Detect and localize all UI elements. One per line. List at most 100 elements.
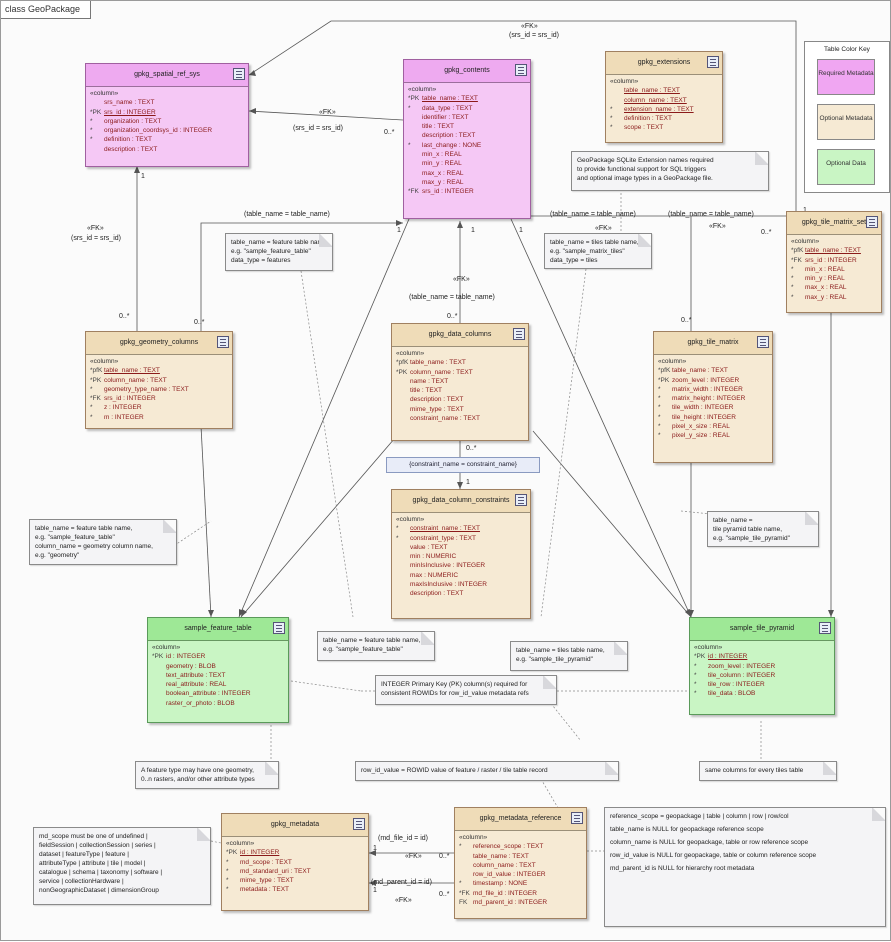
attribute-row: title : TEXT xyxy=(408,122,526,131)
attribute-text: description : TEXT xyxy=(410,590,464,598)
attribute-marker: * xyxy=(791,293,794,301)
note-integer-pk: INTEGER Primary Key (PK) column(s) requi… xyxy=(375,675,557,705)
note-line: attributeType | attribute | tile | model… xyxy=(39,860,146,867)
note-link xyxy=(680,510,782,522)
class-title: gpkg_data_column_constraints xyxy=(392,490,530,513)
note-row-id: row_id_value = ROWID value of feature / … xyxy=(355,761,619,781)
attribute-text: tile_column : INTEGER xyxy=(708,671,776,679)
multiplicity-label: 0..* xyxy=(761,229,772,236)
class-title: gpkg_metadata_reference xyxy=(455,808,586,831)
attribute-text: raster_or_photo : BLOB xyxy=(166,699,235,707)
attribute-text: mime_type : TEXT xyxy=(240,877,294,885)
class-gpkg-extensions[interactable]: gpkg_extensions«column»table_name : TEXT… xyxy=(605,51,723,143)
attribute-marker: * xyxy=(90,117,93,125)
attribute-row: *pixel_x_size : REAL xyxy=(658,422,768,431)
class-gpkg-data-column-constraints[interactable]: gpkg_data_column_constraints«column»*con… xyxy=(391,489,531,619)
attribute-row: *tile_column : INTEGER xyxy=(694,671,830,680)
attribute-marker: *PK xyxy=(226,849,238,857)
attribute-marker: * xyxy=(90,404,93,412)
fk-label: «FK» xyxy=(319,109,336,116)
attribute-text: identifier : TEXT xyxy=(422,113,469,121)
attribute-row: description : TEXT xyxy=(396,395,524,404)
note-feature-type: A feature type may have one geometry,0..… xyxy=(135,761,279,789)
note-link xyxy=(210,840,222,844)
attribute-row: *tile_width : INTEGER xyxy=(658,403,768,412)
attribute-text: data_type : TEXT xyxy=(422,104,473,112)
multiplicity-label: 0..* xyxy=(681,317,692,324)
attribute-text: matrix_width : INTEGER xyxy=(672,385,743,393)
note-line: md_parent_id is NULL for hierarchy root … xyxy=(610,865,755,872)
multiplicity-label: 1 xyxy=(471,227,475,234)
attribute-marker: *FK xyxy=(791,256,802,264)
class-gpkg-metadata-reference[interactable]: gpkg_metadata_reference«column»*referenc… xyxy=(454,807,587,919)
attribute-marker: * xyxy=(396,534,399,542)
attribute-text: md_file_id : INTEGER xyxy=(473,889,537,897)
stereotype-label: «column» xyxy=(90,90,119,97)
attribute-text: max_y : REAL xyxy=(805,293,847,301)
attribute-text: table_name : TEXT xyxy=(805,247,861,255)
note-line: data_type = features xyxy=(231,257,291,264)
attribute-marker: *pfK xyxy=(791,247,804,255)
attribute-row: * max_y : REAL xyxy=(791,293,877,302)
class-title: gpkg_extensions xyxy=(606,52,722,75)
attribute-row: boolean_attribute : INTEGER xyxy=(152,689,284,698)
attribute-marker: * xyxy=(90,127,93,135)
attribute-text: max_x : REAL xyxy=(805,284,847,292)
legend-optional-metadata: Optional Metadata xyxy=(817,104,875,140)
attribute-marker: *pfK xyxy=(396,359,409,367)
stereotype-label: «column» xyxy=(658,358,687,365)
attribute-row: srs_name : TEXT xyxy=(90,98,244,107)
association-line xyxy=(248,110,404,121)
color-key-legend: Table Color Key Required Metadata Option… xyxy=(804,41,890,193)
note-line: table_name = tiles table name, xyxy=(550,239,639,246)
note-line: md_scope must be one of undefined | xyxy=(39,833,148,840)
class-title: gpkg_tile_matrix_set xyxy=(787,212,881,235)
note-line: e.g. "sample_feature_table" xyxy=(231,248,311,255)
md-file-label: (md_file_id = id) xyxy=(378,835,428,842)
attribute-row: column_name : TEXT xyxy=(610,96,718,105)
attribute-row: row_id_value : INTEGER xyxy=(459,870,582,879)
stereotype-label: «column» xyxy=(226,840,255,847)
attribute-marker: *PK xyxy=(90,108,102,116)
attribute-text: column_name : TEXT xyxy=(473,861,536,869)
attribute-text: real_attribute : REAL xyxy=(166,681,227,689)
attribute-row: title : TEXT xyxy=(396,386,524,395)
multiplicity-label: 0..* xyxy=(439,891,450,898)
note-line: column_name is NULL for geopackage, tabl… xyxy=(610,839,809,846)
class-title: gpkg_metadata xyxy=(222,814,368,837)
attribute-row: max : NUMERIC xyxy=(396,571,526,580)
attribute-row: *constraint_type : TEXT xyxy=(396,534,526,543)
association-line xyxy=(200,425,212,618)
class-gpkg-spatial-ref-sys[interactable]: gpkg_spatial_ref_sys «column»srs_name : T… xyxy=(85,63,249,167)
class-table-icon xyxy=(353,818,365,830)
multiplicity-label: 1 xyxy=(466,479,470,486)
note-line: e.g. "sample_tile_pyramid" xyxy=(516,656,593,663)
attribute-text: md_scope : TEXT xyxy=(240,858,292,866)
stereotype-label: «column» xyxy=(791,238,820,245)
attribute-marker: *PK xyxy=(658,376,670,384)
attribute-text: last_change : NONE xyxy=(422,141,482,149)
legend-required: Required Metadata xyxy=(817,59,875,95)
note-line: row_id_value is NULL for geopackage, tab… xyxy=(610,852,817,859)
attribute-text: srs_id : INTEGER xyxy=(805,256,857,264)
note-line: same columns for every tiles table xyxy=(705,767,804,774)
attribute-text: definition : TEXT xyxy=(624,115,672,123)
class-title: gpkg_spatial_ref_sys xyxy=(86,64,248,87)
attribute-text: min_y : REAL xyxy=(805,275,845,283)
